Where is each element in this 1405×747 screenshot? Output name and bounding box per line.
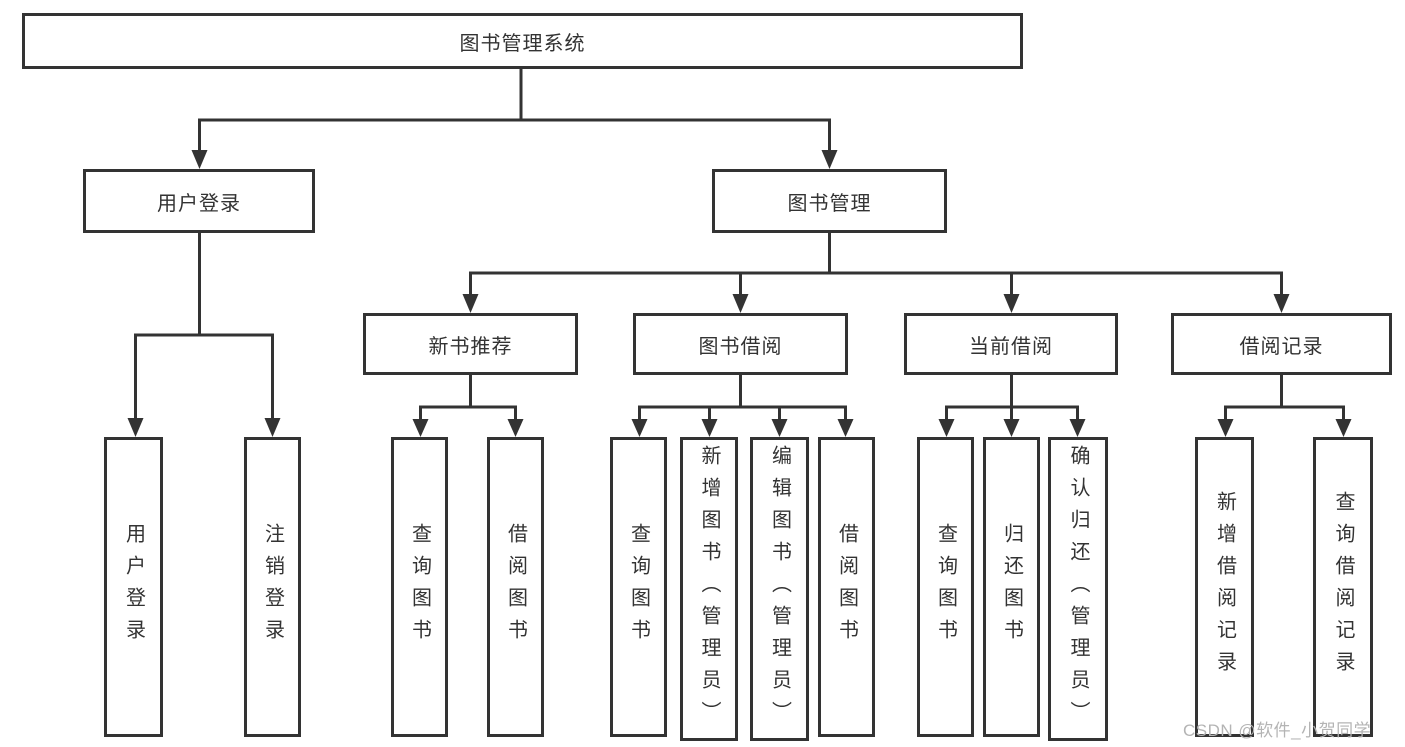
node-borrow-records-label: 借阅记录: [1239, 335, 1324, 358]
node-book-management: 图书管理: [712, 169, 947, 233]
leaf-edit-book-admin: 编辑图书（管理员）: [750, 437, 809, 741]
node-borrow-records: 借阅记录: [1171, 313, 1392, 375]
node-new-book-recommend: 新书推荐: [363, 313, 578, 375]
leaf-confirm-return-admin-label: 确认归还（管理员）: [1067, 445, 1089, 733]
node-library-management-system: 图书管理系统: [22, 13, 1023, 69]
node-book-borrow: 图书借阅: [633, 313, 848, 375]
leaf-logout-label: 注销登录: [261, 523, 284, 651]
leaf-add-borrow-record-label: 新增借阅记录: [1213, 491, 1236, 683]
leaf-borrow-book: 借阅图书: [818, 437, 875, 737]
node-book-borrow-label: 图书借阅: [698, 335, 783, 358]
leaf-borrow-query-book-label: 查询图书: [627, 523, 650, 651]
leaf-borrow-book-label: 借阅图书: [835, 523, 858, 651]
leaf-borrow-query-book: 查询图书: [610, 437, 667, 737]
leaf-return-book-label: 归还图书: [1000, 523, 1023, 651]
edge-new-book-recommend-to-leaves: [412, 375, 524, 437]
leaf-recommend-borrow-book-label: 借阅图书: [504, 523, 527, 651]
leaf-current-query-book-label: 查询图书: [934, 523, 957, 651]
leaf-edit-book-admin-label: 编辑图书（管理员）: [768, 445, 791, 733]
edge-book-management-to-level3: [462, 233, 1290, 313]
leaf-recommend-query-book: 查询图书: [391, 437, 448, 737]
leaf-user-login: 用户登录: [104, 437, 163, 737]
node-current-borrow: 当前借阅: [904, 313, 1118, 375]
leaf-query-borrow-record-label: 查询借阅记录: [1332, 491, 1354, 683]
leaf-user-login-label: 用户登录: [122, 523, 145, 651]
leaf-current-query-book: 查询图书: [917, 437, 974, 737]
leaf-query-borrow-record: 查询借阅记录: [1313, 437, 1373, 737]
node-user-login-label: 用户登录: [157, 192, 241, 215]
leaf-confirm-return-admin: 确认归还（管理员）: [1048, 437, 1108, 741]
node-book-management-label: 图书管理: [787, 192, 872, 215]
leaf-logout: 注销登录: [244, 437, 301, 737]
leaf-add-book-admin-label: 新增图书（管理员）: [698, 445, 720, 733]
csdn-watermark: CSDN @软件_小贺同学: [1183, 721, 1372, 740]
leaf-return-book: 归还图书: [983, 437, 1040, 737]
edge-user-login-to-leaves: [127, 233, 281, 437]
leaf-add-borrow-record: 新增借阅记录: [1195, 437, 1254, 737]
node-new-book-recommend-label: 新书推荐: [428, 335, 513, 358]
leaf-add-book-admin: 新增图书（管理员）: [680, 437, 738, 741]
edge-root-to-level2: [191, 68, 838, 169]
node-user-login: 用户登录: [83, 169, 315, 233]
edge-borrow-records-to-leaves: [1217, 375, 1352, 437]
node-library-management-system-label: 图书管理系统: [459, 32, 586, 55]
leaf-recommend-query-book-label: 查询图书: [408, 523, 431, 651]
leaf-recommend-borrow-book: 借阅图书: [487, 437, 544, 737]
edge-book-borrow-to-leaves: [631, 375, 854, 437]
node-current-borrow-label: 当前借阅: [969, 335, 1053, 358]
edge-current-borrow-to-leaves: [938, 375, 1086, 437]
